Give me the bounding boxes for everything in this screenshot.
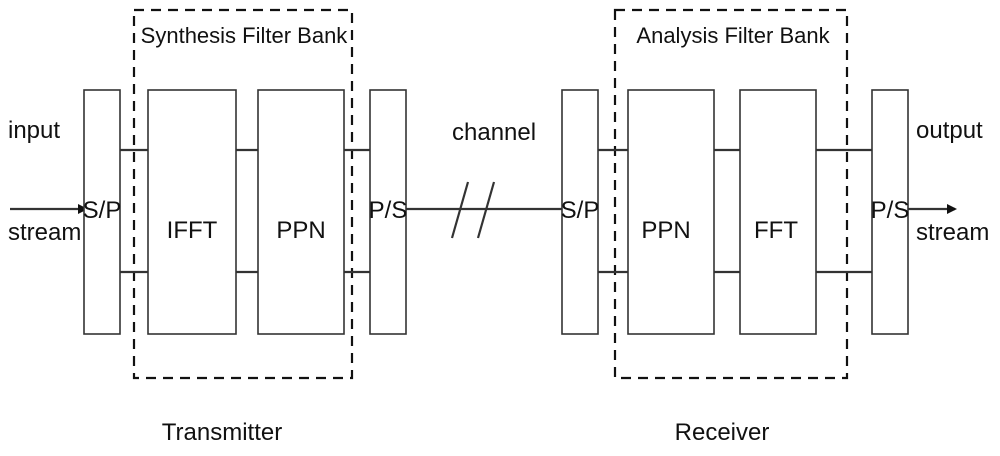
rx-ppn-block xyxy=(627,89,715,335)
fft-block xyxy=(739,89,817,335)
rx-sp-label: S/P xyxy=(561,197,600,224)
rx-ppn-label: PPN xyxy=(641,217,690,244)
ifft-block xyxy=(147,89,237,335)
fft-label: FFT xyxy=(754,217,798,244)
rx-ps-label: P/S xyxy=(871,197,910,224)
analysis-title-bg xyxy=(636,18,832,48)
receiver-caption: Receiver xyxy=(675,419,770,446)
synthesis-title-bg xyxy=(140,18,346,48)
ifft-label: IFFT xyxy=(167,217,218,244)
tx-sp-block xyxy=(83,89,121,335)
synthesis-filter-bank-frame xyxy=(132,8,354,380)
tx-ppn-label: PPN xyxy=(276,217,325,244)
tx-ps-block xyxy=(369,89,407,335)
tx-ppn-block xyxy=(257,89,345,335)
analysis-filter-bank-title: Analysis Filter Bank xyxy=(636,23,830,48)
input-label: input xyxy=(8,117,60,144)
rx-ps-block xyxy=(871,89,909,335)
channel-slash-2 xyxy=(476,181,496,239)
channel-label: channel xyxy=(452,119,536,146)
synthesis-filter-bank-title: Synthesis Filter Bank xyxy=(141,23,349,48)
input-stream-label: stream xyxy=(8,219,81,246)
output-label: output xyxy=(916,117,983,144)
channel-slash-1 xyxy=(450,181,470,239)
rx-sp-block xyxy=(561,89,599,335)
transmitter-wires xyxy=(120,148,370,274)
receiver-wires xyxy=(598,148,872,274)
analysis-filter-bank-frame xyxy=(613,8,849,380)
transmitter-caption: Transmitter xyxy=(162,419,282,446)
tx-sp-label: S/P xyxy=(83,197,122,224)
tx-ps-label: P/S xyxy=(369,197,408,224)
output-stream-label: stream xyxy=(916,219,989,246)
